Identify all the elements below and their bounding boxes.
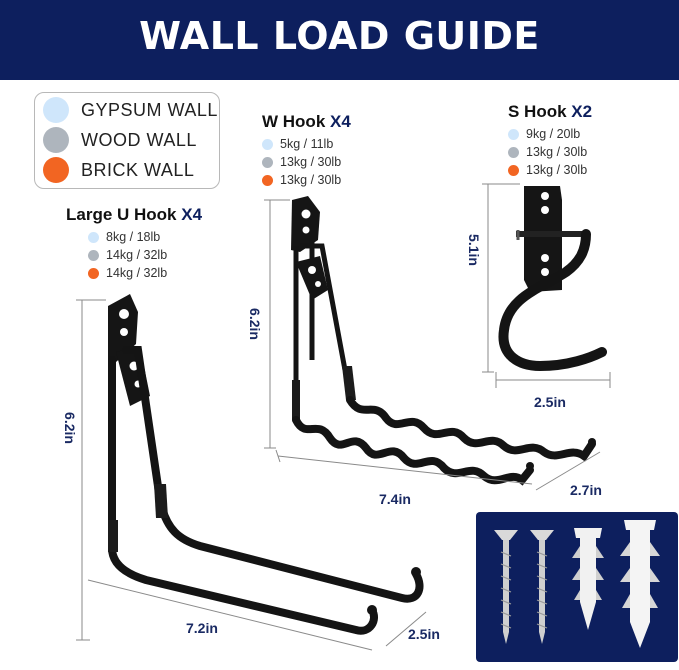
- s-hook-spec: S Hook X2 9kg / 20lb 13kg / 30lb 13kg / …: [508, 102, 592, 178]
- wood-dot-icon: [43, 127, 69, 153]
- w-hook-title: W Hook X4: [262, 112, 351, 131]
- w-hook-load-gypsum: 5kg / 11lb: [262, 136, 351, 152]
- u-hook-load-gypsum: 8kg / 18lb: [88, 229, 202, 245]
- legend-label: BRICK WALL: [81, 159, 195, 180]
- u-hook-load-brick: 14kg / 32lb: [88, 265, 202, 281]
- u-hook-title: Large U Hook X4: [66, 205, 203, 224]
- w-hook-height-label: 6.2in: [246, 308, 263, 340]
- u-hook-spec: Large U Hook X4 8kg / 18lb 14kg / 32lb 1…: [66, 205, 202, 281]
- wall-anchor-icon: [572, 528, 604, 630]
- legend-label: GYPSUM WALL: [81, 99, 218, 120]
- brick-dot-icon: [262, 174, 273, 186]
- w-hook-dimension-lines: [264, 199, 601, 491]
- brick-dot-icon: [88, 267, 99, 279]
- u-hook-height-label: 6.2in: [61, 412, 78, 444]
- hardware-panel: [476, 512, 678, 662]
- brick-dot-icon: [43, 157, 69, 183]
- legend-item-wood: WOOD WALL: [43, 126, 197, 154]
- s-hook-load-wood: 13kg / 30lb: [508, 144, 592, 160]
- w-hook-load-brick: 13kg / 30lb: [262, 172, 351, 188]
- u-hook-dimension-lines: [76, 299, 427, 651]
- s-hook-load-gypsum: 9kg / 20lb: [508, 126, 592, 142]
- wood-dot-icon: [508, 146, 519, 158]
- wall-type-legend: GYPSUM WALL WOOD WALL BRICK WALL: [34, 92, 220, 189]
- legend-item-gypsum: GYPSUM WALL: [43, 96, 218, 124]
- wood-dot-icon: [262, 156, 273, 168]
- s-hook-load-brick: 13kg / 30lb: [508, 162, 592, 178]
- hardware-image: [494, 520, 660, 648]
- w-hook-image: [291, 196, 596, 486]
- screw-icon: [530, 530, 554, 644]
- title-banner: WALL LOAD GUIDE: [0, 0, 679, 80]
- u-hook-load-wood: 14kg / 32lb: [88, 247, 202, 263]
- w-hook-spec: W Hook X4 5kg / 11lb 13kg / 30lb 13kg / …: [262, 112, 351, 188]
- gypsum-dot-icon: [262, 138, 273, 150]
- w-hook-load-wood: 13kg / 30lb: [262, 154, 351, 170]
- wood-dot-icon: [88, 249, 99, 261]
- s-hook-dimension-lines: [482, 183, 611, 388]
- s-hook-image: [498, 186, 607, 372]
- legend-label: WOOD WALL: [81, 129, 197, 150]
- gypsum-dot-icon: [88, 231, 99, 243]
- u-hook-length-label: 7.2in: [186, 620, 218, 636]
- s-hook-title: S Hook X2: [508, 102, 593, 121]
- banner-title: WALL LOAD GUIDE: [139, 14, 540, 58]
- s-hook-width-label: 2.5in: [534, 394, 566, 410]
- w-hook-length-label: 7.4in: [379, 491, 411, 507]
- gypsum-dot-icon: [43, 97, 69, 123]
- legend-item-brick: BRICK WALL: [43, 156, 194, 184]
- screw-icon: [494, 530, 518, 644]
- wall-anchor-icon: [620, 520, 660, 648]
- u-hook-depth-label: 2.5in: [408, 626, 440, 642]
- brick-dot-icon: [508, 164, 519, 176]
- s-hook-height-label: 5.1in: [465, 234, 482, 266]
- gypsum-dot-icon: [508, 128, 519, 140]
- w-hook-depth-label: 2.7in: [570, 482, 602, 498]
- u-hook-image: [108, 294, 424, 635]
